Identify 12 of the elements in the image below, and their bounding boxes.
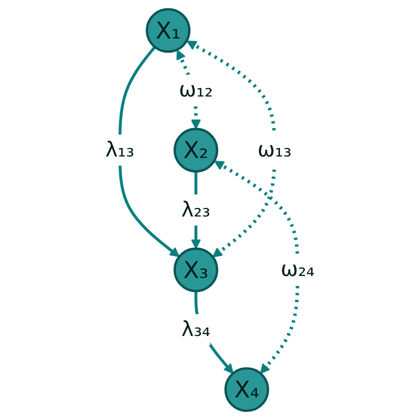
edge-label: ω₁₂	[178, 78, 213, 102]
edge-label: ω₂₄	[280, 258, 315, 282]
node-circle: X₂	[174, 128, 218, 172]
edge-label: λ₂₃	[181, 198, 210, 222]
node-circle: X₄	[224, 367, 270, 412]
edge-label: λ₁₃	[105, 138, 134, 162]
arrow	[214, 160, 300, 374]
edge-label: λ₃₄	[181, 318, 210, 342]
node-circle: X₃	[174, 248, 218, 292]
arrow	[186, 40, 276, 258]
edge-label: ω₁₃	[257, 138, 292, 162]
node-circle: X₁	[146, 8, 190, 53]
